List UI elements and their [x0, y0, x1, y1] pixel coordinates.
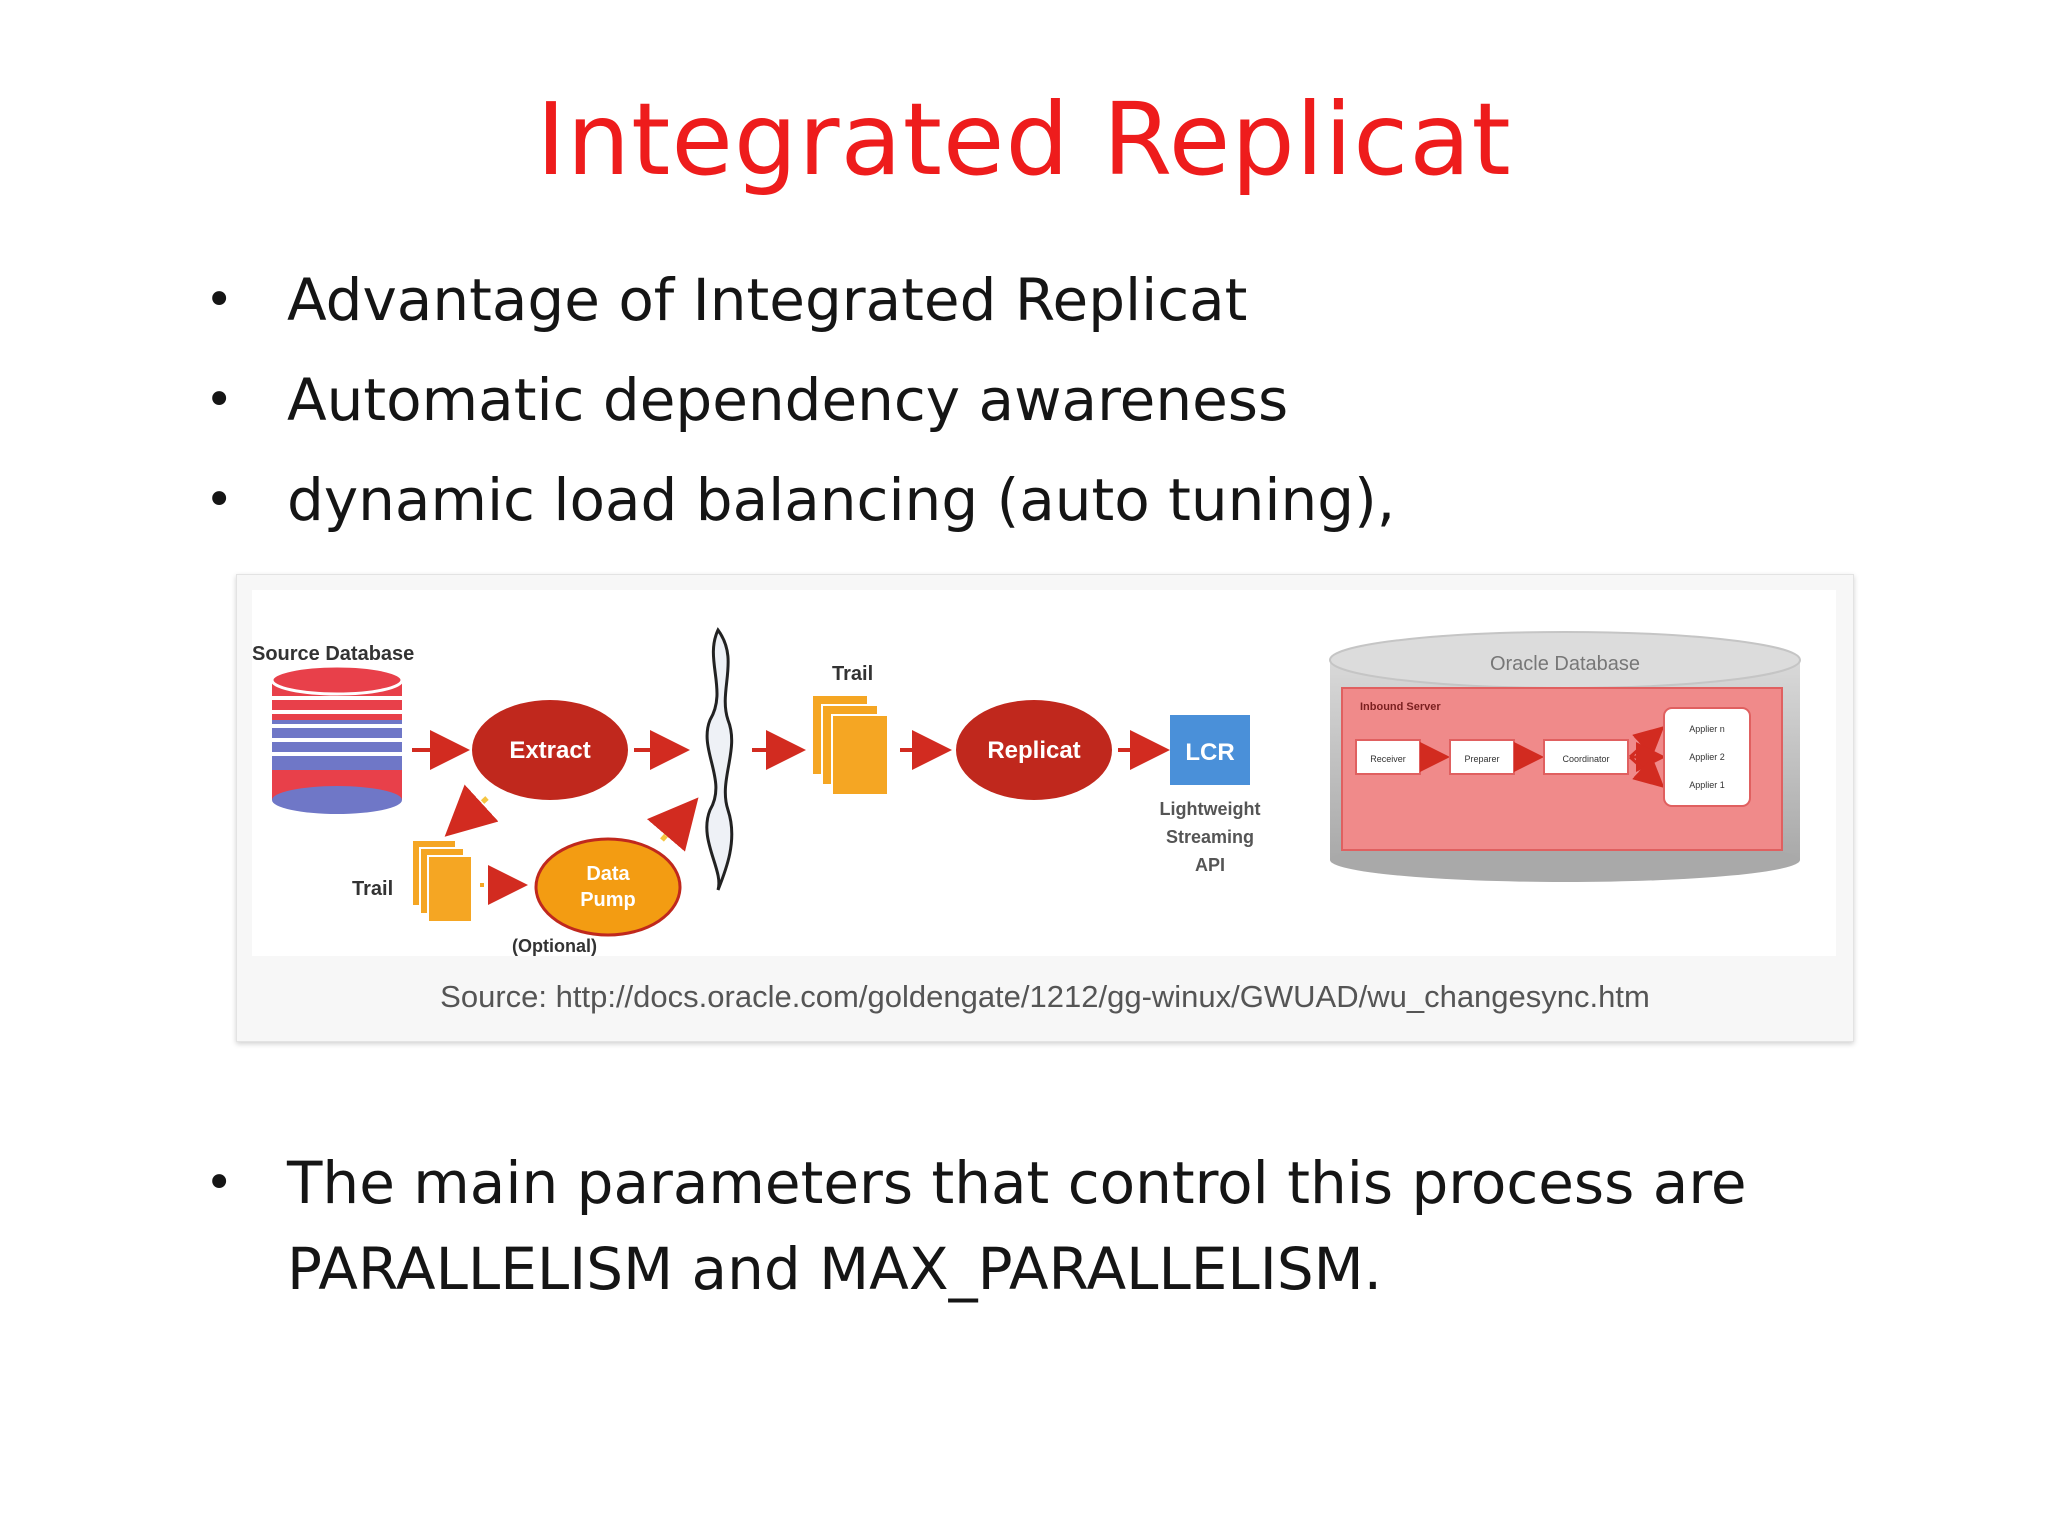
trail-bottom-label: Trail — [352, 878, 393, 900]
bullet-text: Advantage of Integrated Replicat — [287, 266, 1248, 334]
replicat-node — [956, 700, 1112, 800]
local-trail-files-icon — [411, 839, 473, 923]
applier-group — [1663, 707, 1751, 807]
preparer-label: Preparer — [1464, 754, 1499, 764]
slide-title: Integrated Replicat — [536, 81, 1512, 198]
source-db-cylinder-icon — [270, 664, 404, 814]
extract-node — [472, 700, 628, 800]
bullet-item: • Automatic dependency awareness — [205, 350, 1905, 450]
preparer-box — [1449, 739, 1515, 775]
bullet-marker: • — [205, 1155, 234, 1211]
figure-caption: Source: http://docs.oracle.com/goldengat… — [440, 979, 1650, 1014]
bullet-text: dynamic load balancing (auto tuning), — [287, 466, 1396, 534]
inbound-server-label: Inbound Server — [1360, 701, 1441, 713]
coordinator-label: Coordinator — [1562, 754, 1609, 764]
optional-label: (Optional) — [512, 936, 597, 956]
lcr-desc-line2: Streaming — [1166, 827, 1254, 847]
applier-n-label: Applier n — [1689, 724, 1725, 734]
bullet-item-parameters: • The main parameters that control this … — [205, 1140, 1925, 1312]
data-pump-line1: Data — [586, 863, 630, 885]
lcr-box — [1170, 715, 1250, 785]
arrow-coordinator-to-applier-1 — [1628, 755, 1665, 789]
coordinator-box — [1543, 739, 1629, 775]
bullet-text: Automatic dependency awareness — [287, 366, 1289, 434]
bullet-item: • The main parameters that control this … — [205, 1140, 1925, 1312]
bullet-item: • dynamic load balancing (auto tuning), — [205, 450, 1905, 550]
replication-diagram: Source Database Extract — [252, 627, 1801, 956]
receiver-label: Receiver — [1370, 754, 1406, 764]
bullet-marker: • — [205, 272, 234, 328]
applier-1-label: Applier 1 — [1689, 780, 1725, 790]
trail-top-label: Trail — [832, 663, 873, 685]
bullet-text-line1: The main parameters that control this pr… — [287, 1149, 1747, 1217]
bullet-item: • Advantage of Integrated Replicat — [205, 250, 1905, 350]
lcr-desc-line3: API — [1195, 855, 1225, 875]
bullet-marker: • — [205, 472, 234, 528]
bullet-text-line2: PARALLELISM and MAX_PARALLELISM. — [287, 1235, 1383, 1303]
receiver-box — [1355, 739, 1421, 775]
source-db-label: Source Database — [252, 643, 414, 665]
data-pump-line2: Pump — [580, 889, 636, 911]
arrow-extract-to-local-trail — [444, 784, 499, 837]
replicat-label: Replicat — [987, 737, 1080, 764]
bullet-marker: • — [205, 372, 234, 428]
network-cloud-icon — [705, 627, 734, 891]
lcr-label: LCR — [1185, 739, 1234, 766]
arrow-data-pump-to-network — [646, 797, 699, 852]
extract-label: Extract — [509, 737, 590, 764]
trail-files-icon — [811, 694, 889, 796]
architecture-figure: Source Database Extract — [236, 574, 1854, 1042]
lcr-desc-line1: Lightweight — [1160, 799, 1261, 819]
oracle-db-label: Oracle Database — [1490, 653, 1640, 675]
bullet-list: • Advantage of Integrated Replicat • Aut… — [205, 250, 1905, 550]
data-pump-node — [534, 837, 682, 937]
figure-image-area: Source Database Extract — [252, 590, 1836, 956]
applier-2-label: Applier 2 — [1689, 752, 1725, 762]
